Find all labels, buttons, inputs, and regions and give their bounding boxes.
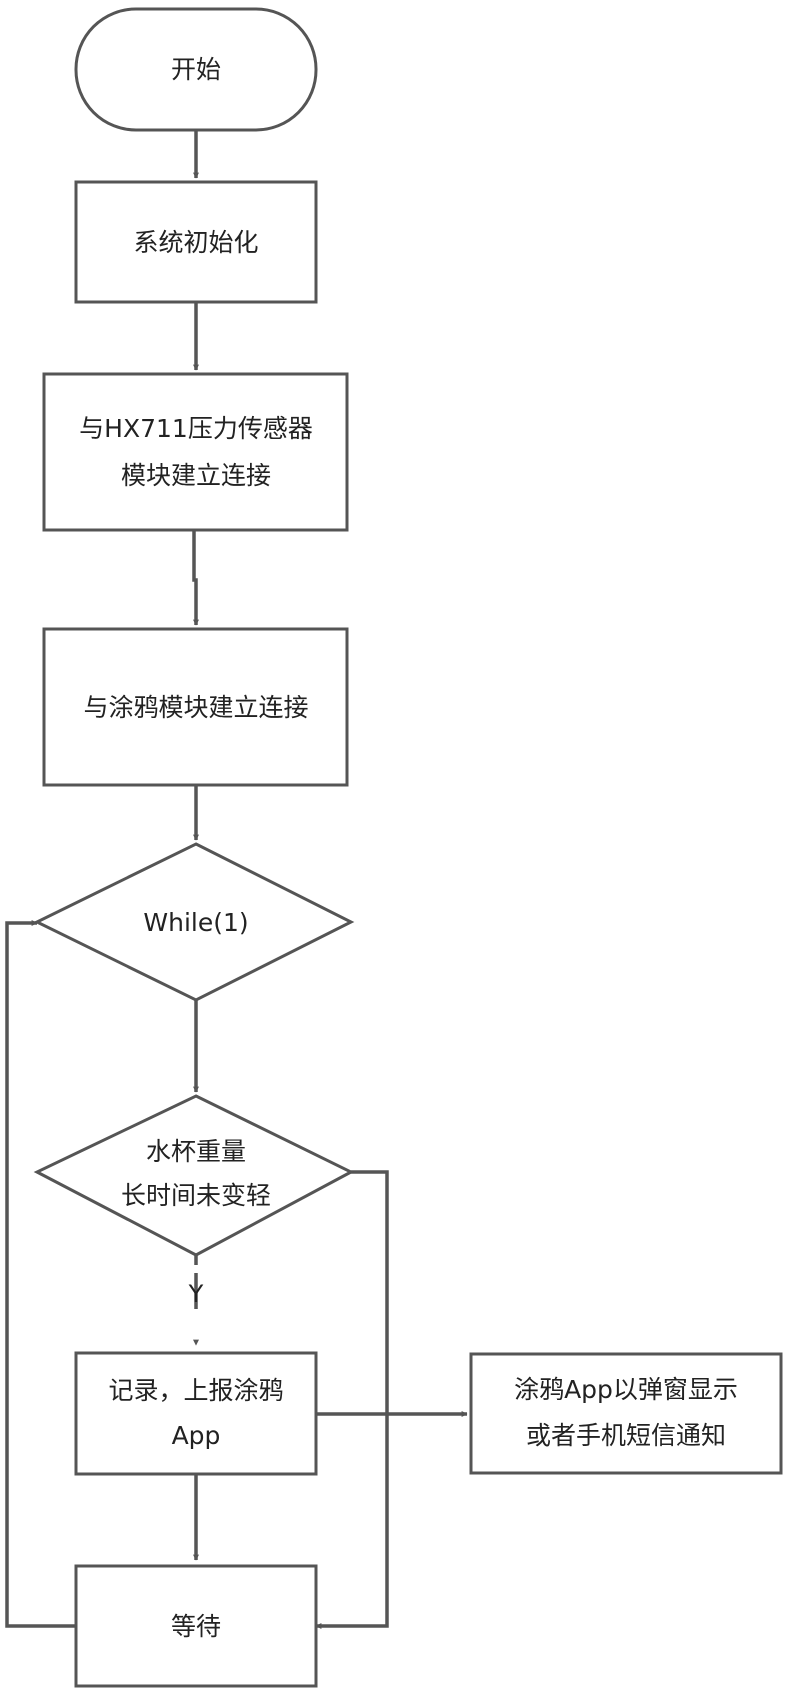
node-tuya: 与涂鸦模块建立连接 <box>42 627 349 787</box>
edges <box>5 130 468 1629</box>
init-label: 系统初始化 <box>133 228 258 257</box>
report-label-line-2: App <box>172 1421 221 1450</box>
check-label-line-1: 水杯重量 <box>146 1137 246 1166</box>
node-check: 水杯重量 长时间未变轻 <box>33 1094 355 1257</box>
edge-label-yes: Y <box>188 1280 204 1308</box>
check-label-line-2: 长时间未变轻 <box>121 1181 271 1210</box>
tuya-label: 与涂鸦模块建立连接 <box>83 693 308 722</box>
node-wait: 等待 <box>74 1564 318 1688</box>
hx711-label-line-1: 与HX711压力传感器 <box>79 414 313 443</box>
node-init: 系统初始化 <box>74 180 318 304</box>
loop-label: While(1) <box>143 908 248 937</box>
node-notify: 涂鸦App以弹窗显示 或者手机短信通知 <box>469 1352 783 1475</box>
edge-wait-to-loop <box>5 920 76 1628</box>
wait-box <box>74 1564 318 1688</box>
node-report: 记录，上报涂鸦 App <box>74 1351 318 1476</box>
init-box <box>74 180 318 304</box>
report-box <box>74 1351 318 1476</box>
report-label-line-1: 记录，上报涂鸦 <box>108 1376 283 1405</box>
edge-hx711-to-tuya <box>192 530 199 626</box>
start-terminator <box>74 7 318 132</box>
tuya-box <box>42 627 349 787</box>
wait-label: 等待 <box>171 1612 221 1641</box>
check-diamond <box>33 1094 355 1257</box>
hx711-box <box>42 372 349 532</box>
node-start: 开始 <box>74 7 318 132</box>
hx711-label-line-2: 模块建立连接 <box>121 461 271 490</box>
loop-diamond <box>33 842 355 1002</box>
edge-check-to-wait <box>315 1170 389 1629</box>
notify-label-line-1: 涂鸦App以弹窗显示 <box>514 1375 738 1404</box>
node-hx711: 与HX711压力传感器 模块建立连接 <box>42 372 349 532</box>
node-loop: While(1) <box>33 842 355 1002</box>
notify-box <box>469 1352 783 1475</box>
start-label: 开始 <box>171 55 221 84</box>
notify-label-line-2: 或者手机短信通知 <box>526 1421 726 1450</box>
